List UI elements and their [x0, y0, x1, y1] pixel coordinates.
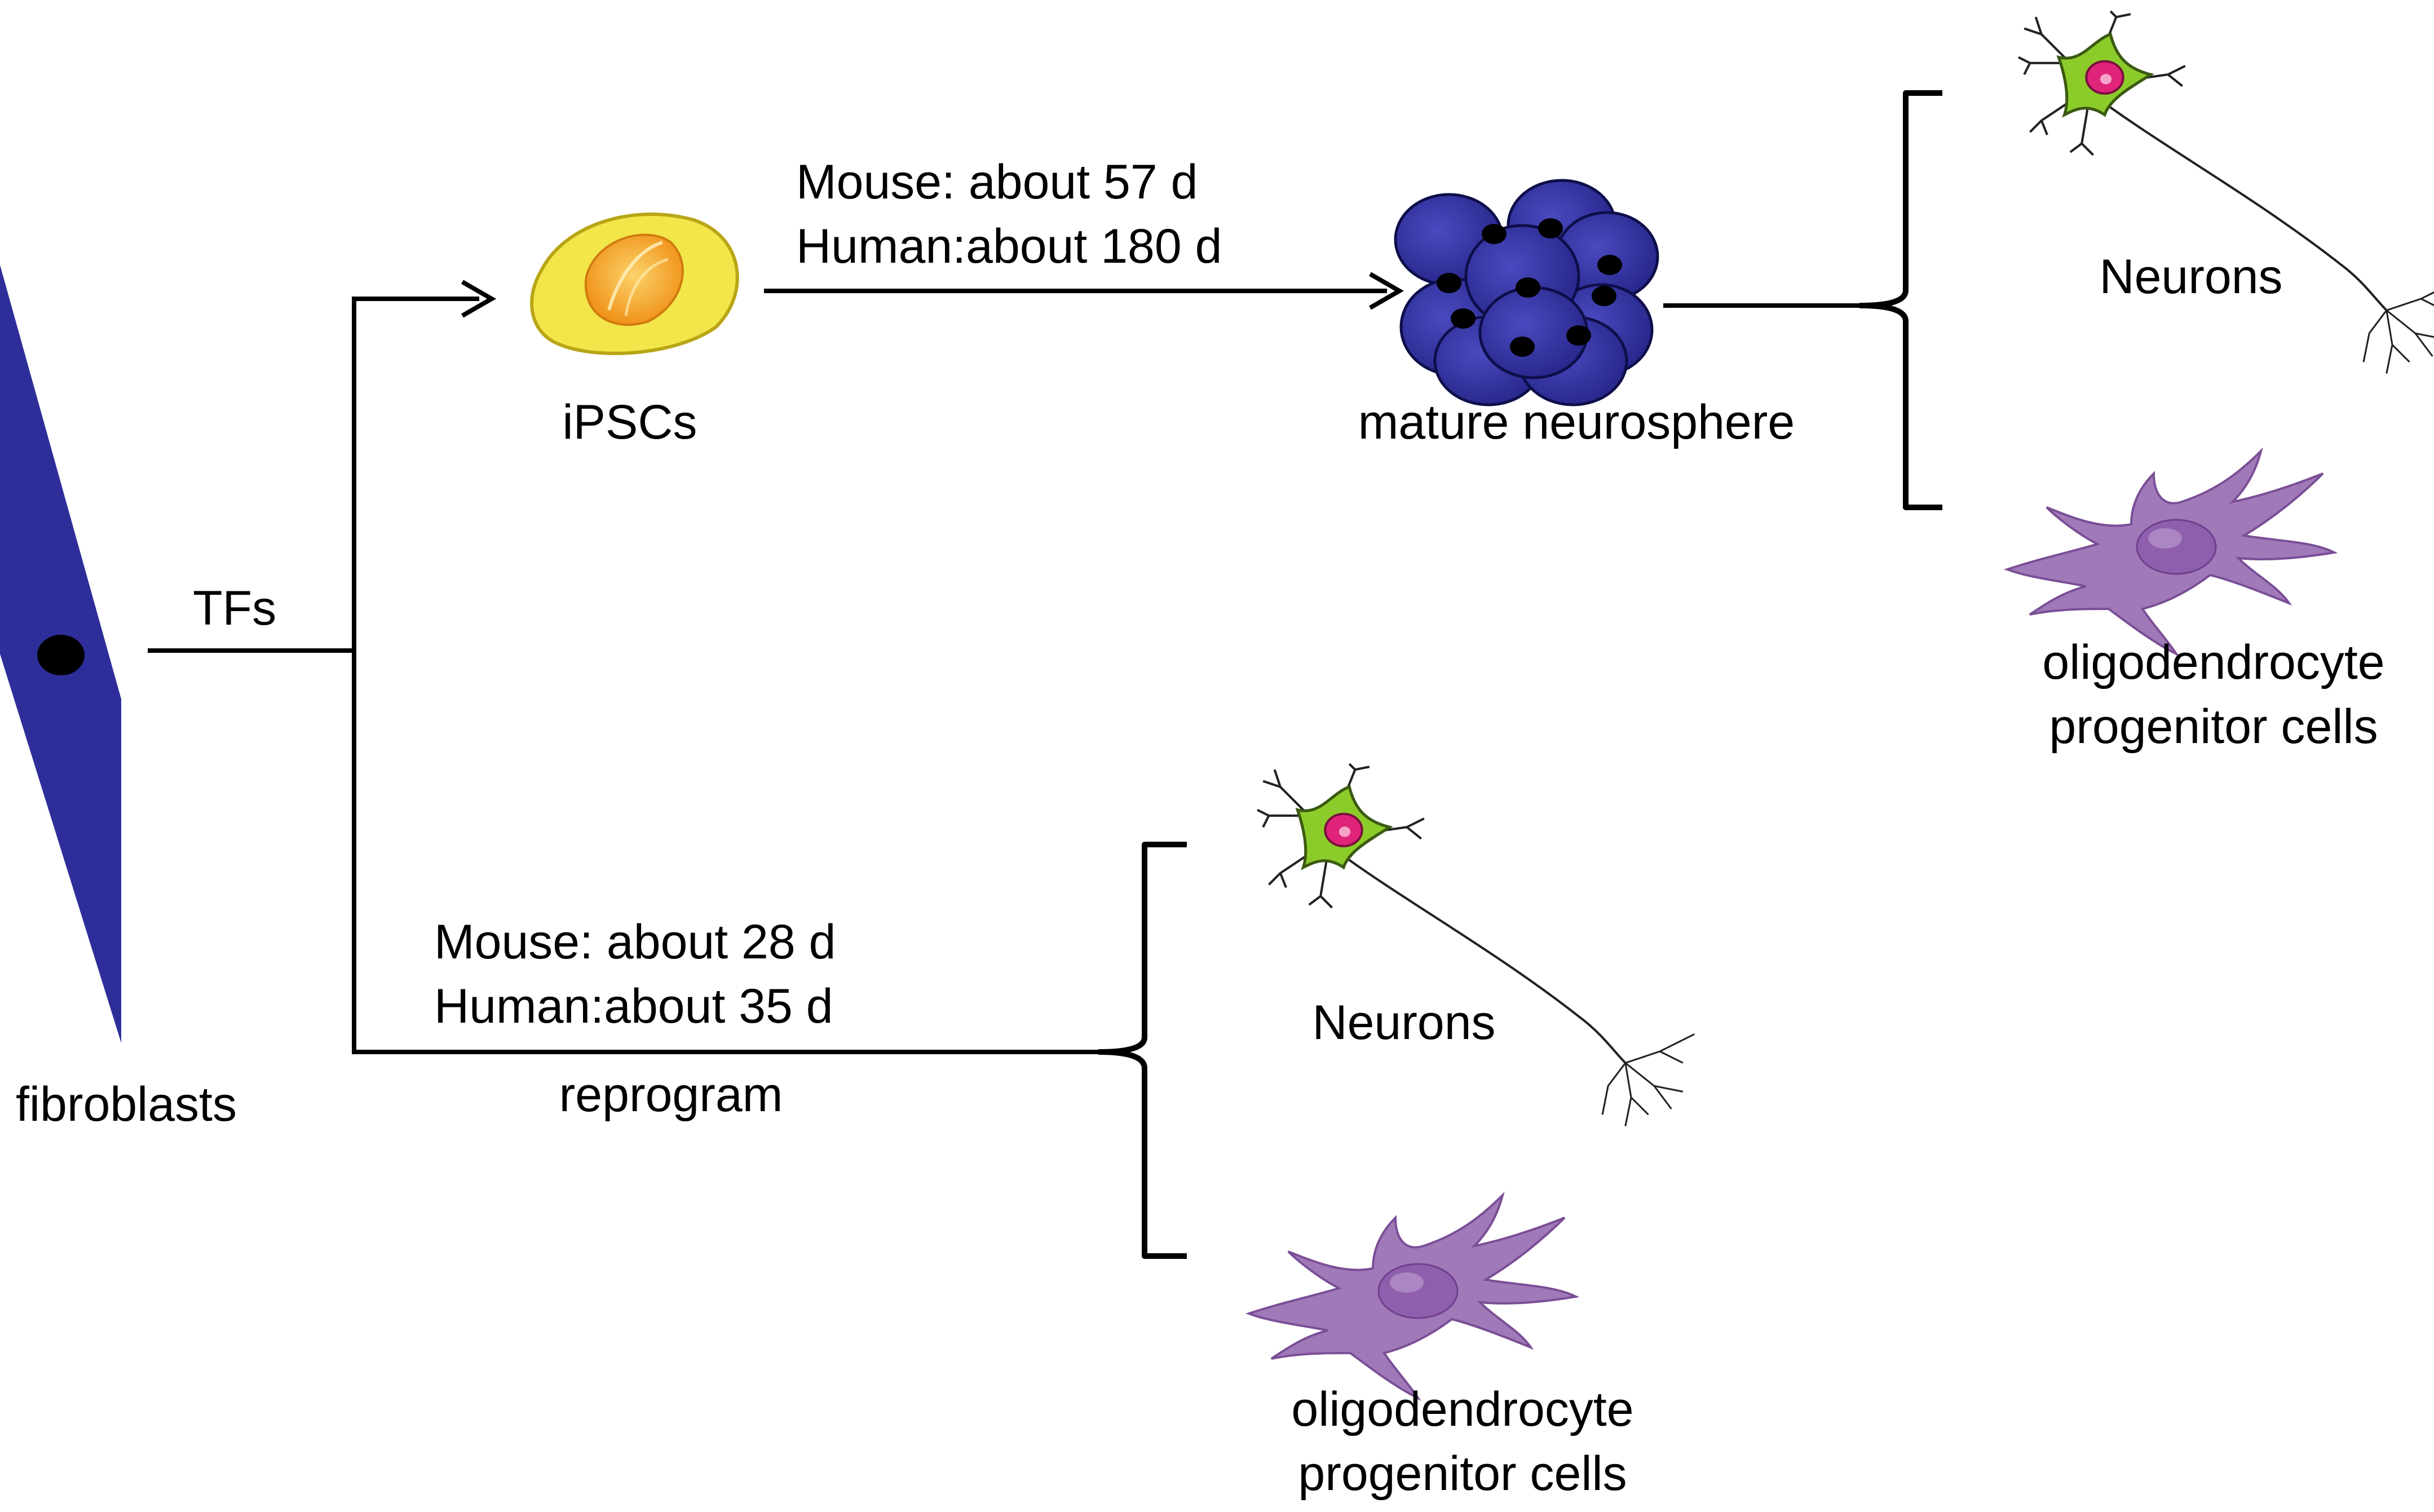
arrow-to-ipsc — [461, 280, 497, 318]
bottom-opc-label-line1: oligodendrocyte — [1291, 1382, 1634, 1436]
neurosphere-cluster — [1394, 179, 1659, 406]
neuron-bottom — [1257, 764, 1694, 1126]
top-neurons-label: Neurons — [2099, 250, 2283, 304]
neurosphere-label: mature neurosphere — [1358, 395, 1795, 449]
ipsc-cell — [530, 213, 739, 355]
bracket-bottom — [1097, 842, 1187, 1259]
top-opc-label-line1: oligodendrocyte — [2042, 635, 2385, 689]
opc-bottom — [1248, 1194, 1577, 1399]
fibroblast-nucleus — [37, 635, 85, 675]
ipsc-route-mouse-time: Mouse: about 57 d — [796, 155, 1198, 209]
neurosphere-nuclei — [1437, 218, 1622, 357]
bracket-top — [1858, 90, 1942, 510]
direct-route-mouse-time: Mouse: about 28 d — [434, 915, 836, 969]
ipscs-label: iPSCs — [562, 395, 697, 449]
arrow-to-neurosphere — [1369, 272, 1404, 310]
opc-top — [2006, 450, 2335, 655]
reprogram-label: reprogram — [559, 1068, 783, 1122]
ipsc-route-human-time: Human:about 180 d — [796, 219, 1222, 273]
top-opc-label-line2: progenitor cells — [2049, 700, 2378, 754]
bottom-opc-label-line2: progenitor cells — [1298, 1447, 1627, 1501]
bottom-neurons-label: Neurons — [1312, 996, 1496, 1050]
direct-route-human-time: Human:about 35 d — [434, 979, 833, 1033]
tfs-label: TFs — [193, 581, 277, 635]
neuron-top — [2018, 11, 2434, 374]
fibroblasts-label: fibroblasts — [16, 1077, 237, 1131]
connector-lines — [148, 289, 1861, 1054]
